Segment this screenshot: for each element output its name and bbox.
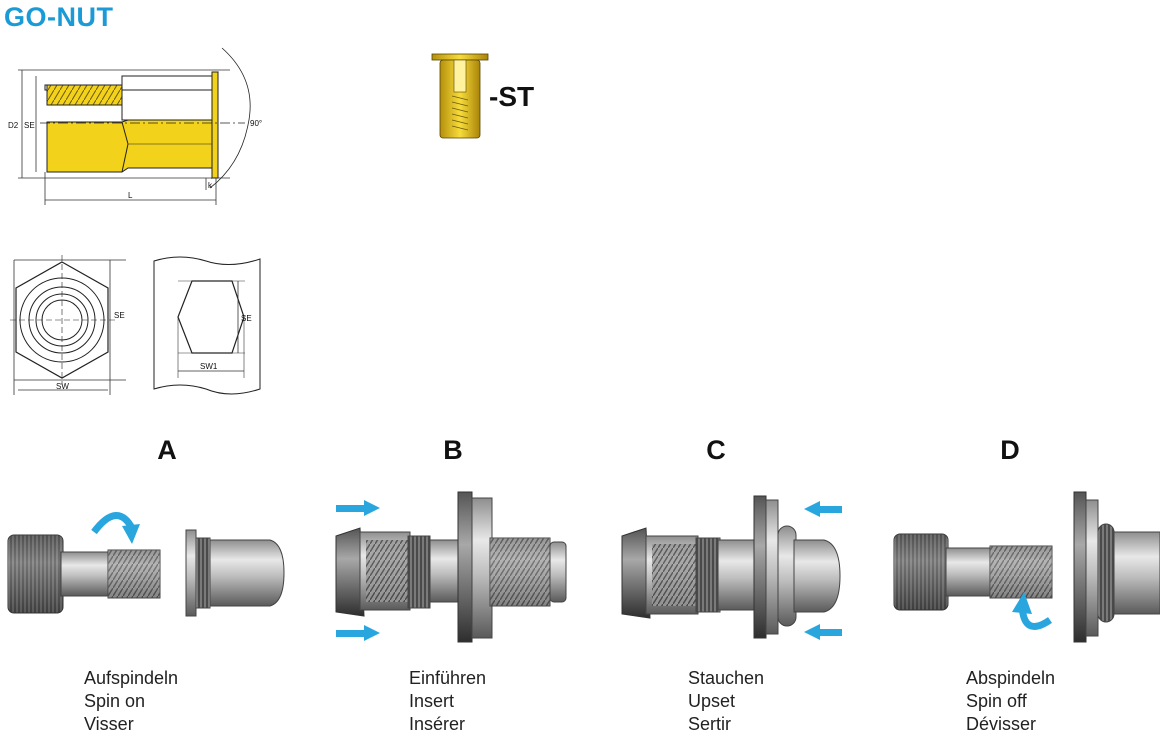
step-d-line-en: Spin off [966, 691, 1027, 711]
step-c-letter: C [706, 435, 726, 465]
upset-arrows-icon [804, 501, 842, 640]
step-d-line-de: Abspindeln [966, 668, 1056, 688]
rotate-arrow-icon [122, 524, 140, 544]
step-a-line-fr: Visser [84, 714, 134, 734]
step-b-line-en: Insert [409, 691, 455, 711]
label-sw: SW [56, 382, 69, 391]
step-a-line-de: Aufspindeln [84, 668, 179, 688]
label-se: SE [24, 121, 35, 130]
step-c-line-de: Stauchen [688, 668, 765, 688]
rivet-nut-section-drawing: D2 SE L k 90° [8, 47, 262, 205]
step-a-letter: A [157, 435, 177, 465]
page-title: GO-NUT [4, 2, 114, 32]
hex-hole-view-drawing: SW1 SE [153, 256, 261, 395]
label-angle: 90° [250, 119, 262, 128]
step-c-line-en: Upset [688, 691, 736, 711]
step-d-line-fr: Dévisser [966, 714, 1037, 734]
step-a-caption: Aufspindeln Spin on Visser [84, 667, 178, 736]
st-rivet-nut-icon [431, 53, 489, 139]
step-b-line-fr: Insérer [409, 714, 466, 734]
unscrew-arrow-icon [1012, 592, 1032, 614]
step-b-illustration [335, 491, 567, 643]
label-se-hole: SE [241, 314, 252, 323]
step-c-illustration [621, 495, 842, 640]
step-a-illustration [7, 512, 285, 617]
label-l: L [128, 191, 133, 200]
label-d2: D2 [8, 121, 19, 130]
step-d-illustration [893, 491, 1160, 643]
step-b-line-de: Einführen [409, 668, 487, 688]
step-d-caption: Abspindeln Spin off Dévisser [966, 667, 1055, 736]
label-se-hex: SE [114, 311, 125, 320]
step-a-line-en: Spin on [84, 691, 146, 711]
variant-suffix-label: -ST [489, 81, 535, 112]
label-k: k [208, 181, 213, 190]
label-sw1: SW1 [200, 362, 218, 371]
hex-end-view-drawing: SW SE [10, 255, 126, 395]
step-b-letter: B [443, 435, 463, 465]
step-c-line-fr: Sertir [688, 714, 732, 734]
insert-arrows-icon [336, 500, 380, 641]
step-d-letter: D [1000, 435, 1020, 465]
step-c-caption: Stauchen Upset Sertir [688, 667, 764, 736]
step-b-caption: Einführen Insert Insérer [409, 667, 486, 736]
